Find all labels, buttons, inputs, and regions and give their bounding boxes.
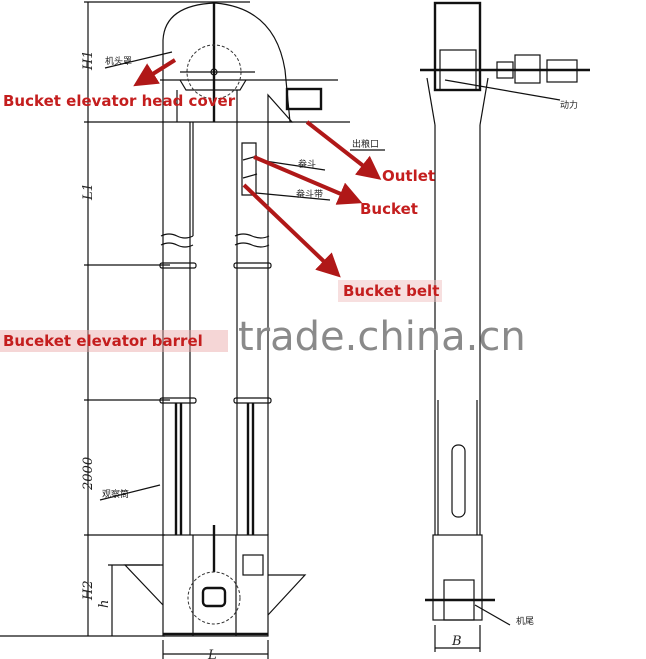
watermark: trade.china.cn: [238, 314, 526, 360]
label-bucket-cn: 畚斗: [298, 158, 316, 170]
arrow-bucket: [253, 155, 363, 205]
dim-l: L: [207, 648, 217, 659]
elevator-barrels: [159, 122, 272, 535]
label-drive-cn: 动力: [560, 99, 578, 111]
dim-h1: H1: [81, 50, 96, 71]
label-head-cover-cn: 机头罩: [105, 55, 132, 67]
label-bucket-belt-cn: 畚斗带: [296, 188, 323, 200]
arrow-head-cover: [133, 58, 177, 87]
side-view: [420, 1, 590, 652]
dim-h2: H2: [81, 580, 96, 601]
label-outlet-cn: 出粮口: [352, 138, 379, 150]
label-observation-cn: 观察筒: [102, 488, 129, 500]
annotation-head-cover: Bucket elevator head cover: [3, 92, 236, 110]
annotation-barrel: Buceket elevator barrel: [3, 332, 203, 350]
dim-b: B: [451, 634, 462, 649]
arrow-bucket-belt: [242, 183, 341, 278]
annotation-outlet: Outlet: [382, 167, 435, 185]
label-tail-cn: 机尾: [516, 615, 534, 627]
dimension-chain: [0, 1, 350, 659]
dim-2000: 2000: [81, 457, 96, 491]
annotation-bucket-belt: Bucket belt: [343, 282, 439, 300]
dim-small-h: h: [97, 600, 112, 608]
arrow-outlet: [305, 120, 382, 180]
annotation-bucket: Bucket: [360, 200, 418, 218]
tail-boot: [123, 525, 307, 637]
watermark-band-2: [338, 280, 442, 302]
dim-l1: L1: [81, 183, 96, 201]
head-cover: [160, 2, 338, 123]
watermark-band: [0, 330, 228, 352]
